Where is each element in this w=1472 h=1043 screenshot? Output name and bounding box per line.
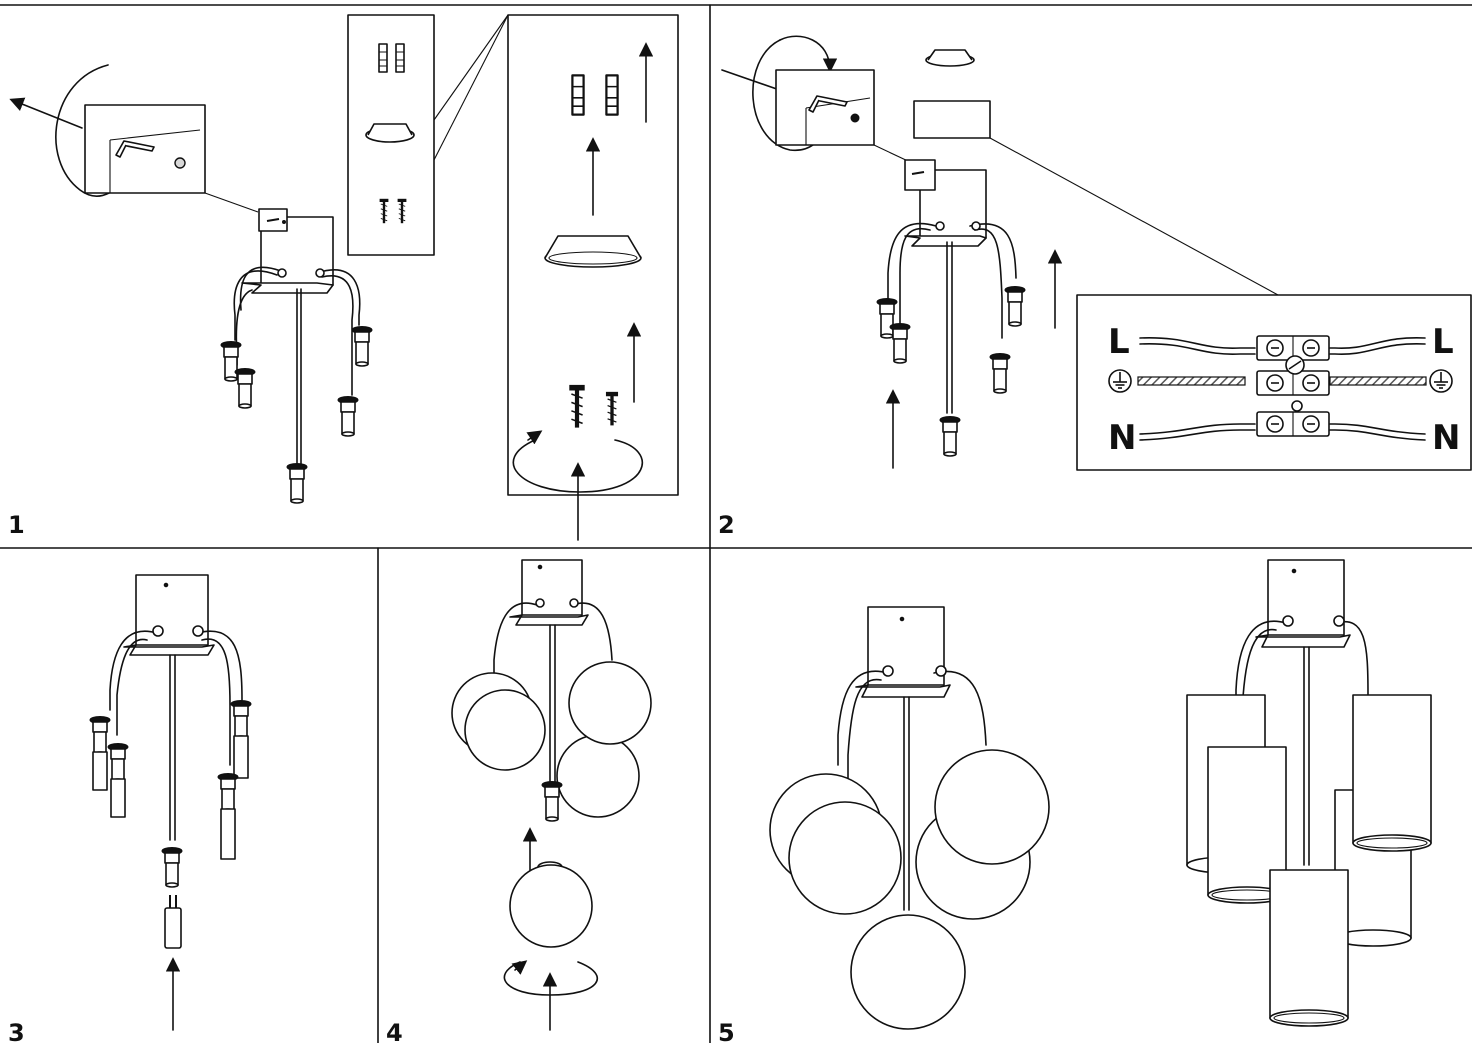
finished-lamp-globes xyxy=(769,606,1050,1030)
panel-frame xyxy=(0,4,1472,1043)
earth-icon-left xyxy=(1108,369,1132,393)
step-number-2: 2 xyxy=(718,511,735,539)
mounting-exploded-view xyxy=(507,14,679,541)
earth-icon-right xyxy=(1429,369,1453,393)
globe-shade-back-right xyxy=(556,734,640,818)
bulb-g9 xyxy=(164,895,182,949)
lamp-frame-3 xyxy=(109,574,243,841)
step-number-5: 5 xyxy=(718,1019,735,1043)
step-number-3: 3 xyxy=(8,1019,25,1043)
panel-step-2: L L N N 2 xyxy=(718,35,1472,539)
lamp-frame-2 xyxy=(887,159,1017,414)
finished-lamp-cylinders xyxy=(1186,559,1432,1027)
lamp-frame-4 xyxy=(493,559,613,786)
live-label-right: L xyxy=(1432,322,1454,362)
junction-box xyxy=(913,100,991,139)
panel-step-4: 4 xyxy=(386,559,652,1043)
globe-shade-loose xyxy=(509,861,593,948)
wiring-diagram: L L N N xyxy=(1076,294,1472,471)
panel-step-3: 3 xyxy=(8,574,252,1043)
neutral-label-left: N xyxy=(1108,418,1136,458)
panel-step-5: 5 xyxy=(718,559,1432,1043)
neutral-label-right: N xyxy=(1432,418,1460,458)
step-number-1: 1 xyxy=(8,511,25,539)
globe-shade-front-right xyxy=(568,661,652,745)
hex-key-detail xyxy=(9,64,259,213)
globe-shade-front-left xyxy=(464,689,546,771)
step-number-4: 4 xyxy=(386,1019,403,1043)
parts-box xyxy=(347,14,509,256)
lamp-frame-1 xyxy=(233,208,361,466)
hex-key-detail-2 xyxy=(721,35,911,163)
live-label-left: L xyxy=(1108,322,1130,362)
panel-step-1: 1 xyxy=(8,14,679,541)
